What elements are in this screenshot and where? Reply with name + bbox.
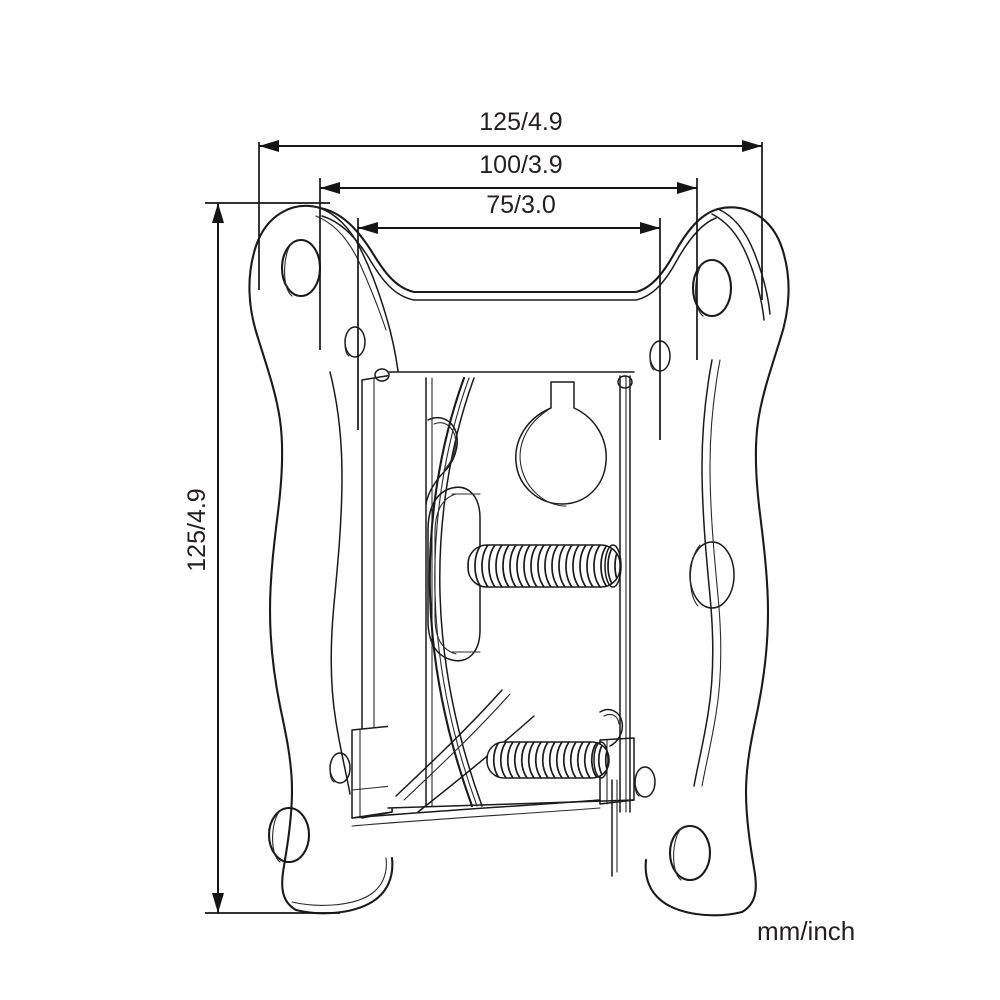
dimension-label-width-vesa-100: 100/3.9 [479,151,562,179]
dimension-label-width-overall: 125/4.9 [479,108,562,136]
mount-hole-upper-right [691,258,733,318]
wall-plate-outline [248,204,790,917]
dimension-width-vesa-100 [320,182,697,194]
dimension-width-vesa-75 [358,222,660,234]
thread-hatching-lower [487,742,609,778]
threaded-bolt-upper [467,544,622,588]
dimension-label-height-overall: 125/4.9 [183,488,211,571]
mount-hole-upper-left [280,238,322,298]
mount-hole-lower-right [668,824,712,882]
mount-hole-lower-left [267,806,311,864]
dimension-label-width-vesa-75: 75/3.0 [486,191,556,219]
threaded-bolt-lower [486,741,610,779]
dimension-width-overall [259,140,762,152]
units-label: mm/inch [757,916,855,946]
extension-lines [205,142,763,914]
pivot-pin-top-left [374,368,390,382]
pivot-boss-right [689,541,735,609]
pivot-pin-top-right [617,375,633,389]
mount-hole-small-lower-left [329,752,351,784]
dimension-height-overall [212,203,224,913]
tilt-mechanism-assembly [351,368,735,877]
mount-hole-small-lower-right [634,766,656,798]
adjustment-slot [427,486,481,662]
mount-hole-small-upper-left [344,326,366,358]
keyhole-slot [515,381,607,507]
